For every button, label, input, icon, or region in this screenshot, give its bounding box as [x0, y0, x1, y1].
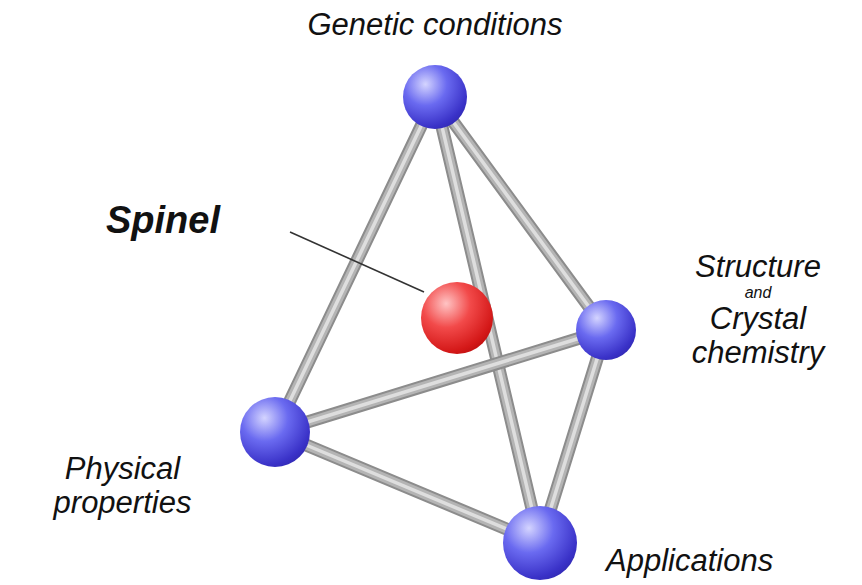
vertex-label: Spinel	[106, 200, 296, 242]
rod-stroke	[550, 357, 597, 510]
rod	[289, 124, 422, 402]
rod-stroke	[453, 121, 590, 307]
label-line: Structure	[660, 250, 856, 284]
rod-stroke	[305, 445, 507, 530]
rod-stroke	[550, 357, 597, 510]
rod	[550, 357, 597, 510]
vertex-sphere: Genetic conditions	[403, 65, 467, 129]
vertex-sphere: Applications	[503, 506, 577, 580]
vertex-label: Structure and Crystal chemistry	[660, 250, 856, 370]
rod-stroke	[289, 124, 422, 402]
rod-stroke	[289, 124, 422, 402]
leader-line	[290, 232, 424, 292]
label-line: Crystal	[660, 302, 856, 336]
vertex-label: Applications	[606, 544, 846, 578]
center-sphere: Spinel	[421, 282, 493, 354]
vertex-label: Genetic conditions	[235, 8, 635, 42]
label-line: Physical	[20, 452, 225, 486]
vertex-sphere: Physical properties	[240, 397, 310, 467]
vertex-label: Physical properties	[20, 452, 225, 520]
rod-stroke	[305, 445, 507, 530]
label-line: chemistry	[660, 336, 856, 370]
rod-stroke	[453, 121, 590, 307]
rod-stroke	[289, 124, 422, 402]
rod-stroke	[305, 445, 507, 530]
vertex-sphere: Structure and Crystal chemistry	[576, 300, 636, 360]
rod-stroke	[453, 121, 590, 307]
rod	[453, 121, 590, 307]
label-line: properties	[20, 486, 225, 520]
rod-stroke	[550, 357, 597, 510]
label-line: and	[660, 284, 856, 302]
rod	[305, 445, 507, 530]
